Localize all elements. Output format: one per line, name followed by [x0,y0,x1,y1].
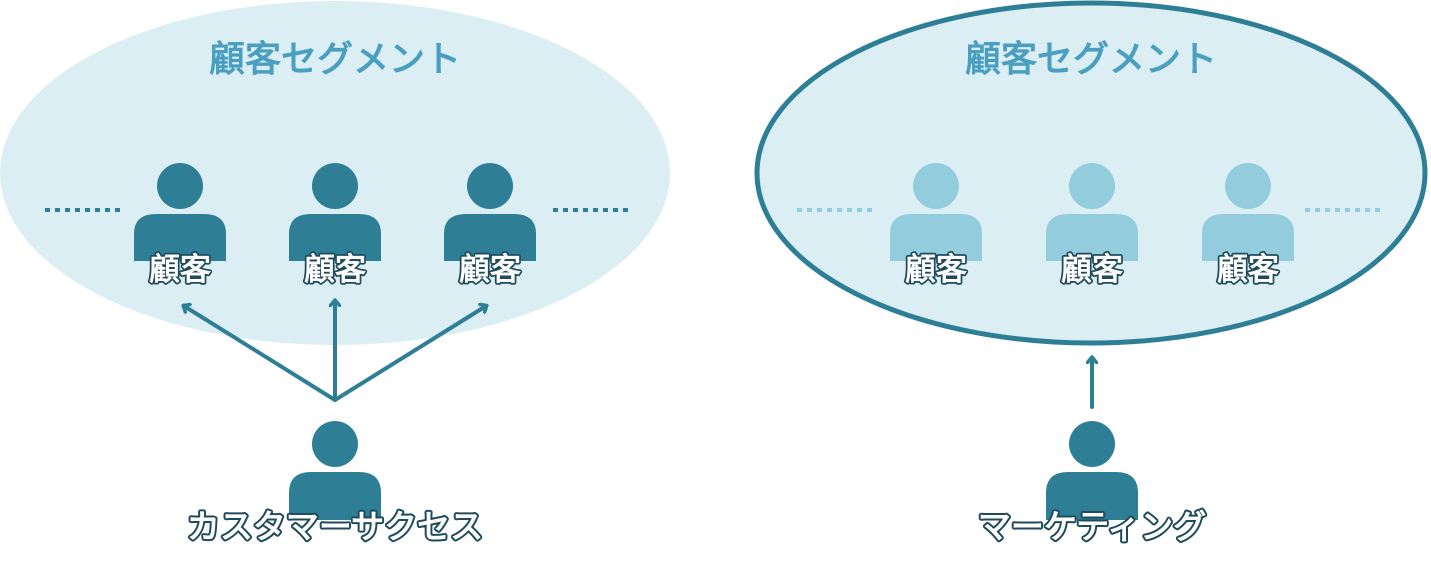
person-icon [1046,421,1138,520]
actor-label-customer-success: カスタマーサクセス [187,507,483,546]
arrow-to-customer-1 [184,306,337,402]
left-customer-2: 顧客 [289,163,381,290]
customer-label: 顧客 [304,252,366,288]
customer-label: 顧客 [1217,252,1279,288]
arrow-to-customer-3 [333,306,486,402]
right-customer-3: 顧客 [1202,163,1294,290]
right-panel: 顧客セグメント 顧客 顧客 顧客 [754,0,1428,548]
right-customer-1: 顧客 [890,163,982,290]
left-customer-3: 顧客 [444,163,536,290]
person-icon [134,163,226,261]
person-icon [289,421,381,520]
left-arrows [184,301,486,402]
customer-label: 顧客 [1061,252,1123,288]
right-customer-2: 顧客 [1046,163,1138,290]
person-icon [890,163,982,261]
person-icon [444,163,536,261]
left-customer-1: 顧客 [134,163,226,290]
customer-label: 顧客 [149,252,211,288]
person-icon [289,163,381,261]
right-segment-title: 顧客セグメント [965,39,1217,80]
customer-label: 顧客 [905,252,967,288]
person-icon [1202,163,1294,261]
left-segment-title: 顧客セグメント [209,39,461,80]
left-actor: カスタマーサクセス [185,421,485,548]
left-panel: 顧客セグメント 顧客 顧客 顧客 [0,1,670,548]
actor-label-marketing: マーケティング [978,507,1206,546]
right-actor: マーケティング [976,421,1208,548]
customer-label: 顧客 [459,252,521,288]
person-icon [1046,163,1138,261]
